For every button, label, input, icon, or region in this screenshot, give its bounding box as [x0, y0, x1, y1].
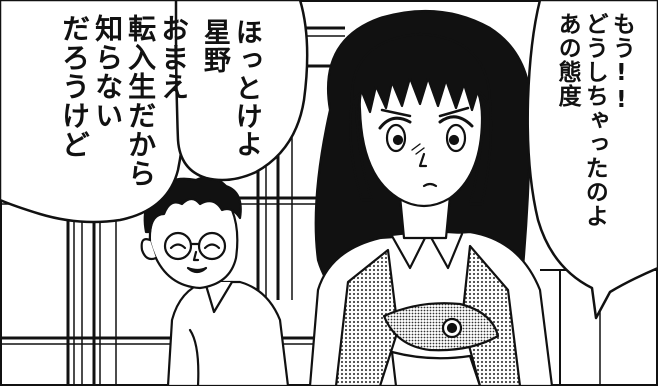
boy-character [140, 175, 290, 386]
bubble-right [526, 0, 658, 320]
speech-text-middle: ほっとけよ 星野 [198, 18, 262, 158]
speech-text-left: おまえ 転入生だから 知らない だろうけど [58, 14, 191, 188]
speech-bubbles [0, 0, 658, 320]
speech-text-right: もう!! どうしちゃったのよ あの態度 [554, 12, 635, 228]
girl-character [308, 9, 554, 386]
bubble-middle [174, 0, 309, 182]
